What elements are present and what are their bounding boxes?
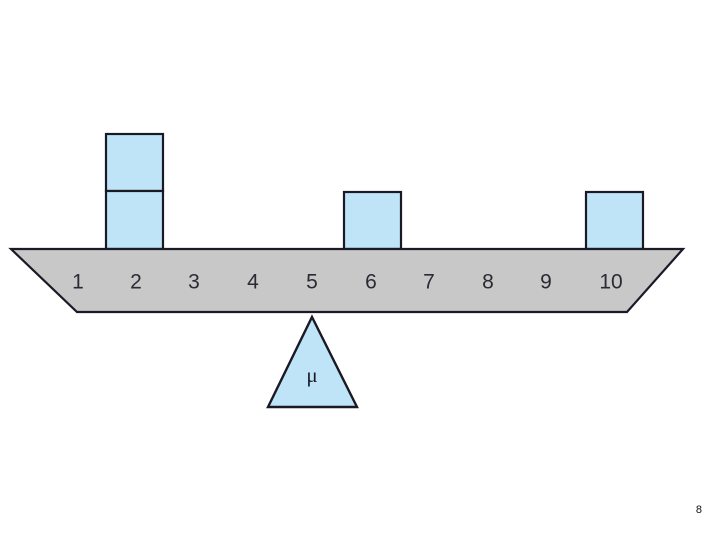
block-position-2-upper bbox=[104, 132, 165, 193]
block-stack-position-6 bbox=[342, 190, 403, 251]
block-position-6-lower bbox=[342, 190, 403, 251]
fulcrum-triangle bbox=[266, 314, 359, 409]
block-position-10-lower bbox=[584, 190, 645, 251]
fulcrum: μ bbox=[266, 314, 359, 409]
tick-label-3: 3 bbox=[188, 271, 200, 294]
block-stack-position-2 bbox=[104, 132, 165, 251]
tick-label-7: 7 bbox=[423, 271, 435, 294]
tick-label-9: 9 bbox=[540, 271, 552, 294]
tick-label-5: 5 bbox=[306, 271, 318, 294]
block-stack-position-10 bbox=[584, 190, 645, 251]
block-position-2-lower bbox=[104, 189, 165, 251]
tick-label-4: 4 bbox=[247, 271, 259, 294]
balance-beam bbox=[8, 247, 686, 314]
fulcrum-mu-label: μ bbox=[306, 363, 317, 387]
page-number: 8 bbox=[695, 504, 702, 516]
tick-label-8: 8 bbox=[482, 271, 494, 294]
tick-label-10: 10 bbox=[599, 271, 622, 294]
tick-label-2: 2 bbox=[130, 271, 142, 294]
tick-label-1: 1 bbox=[72, 271, 84, 294]
beam-tick-labels: 1 2 3 4 5 6 7 8 9 10 bbox=[72, 271, 623, 294]
tick-label-6: 6 bbox=[365, 271, 377, 294]
